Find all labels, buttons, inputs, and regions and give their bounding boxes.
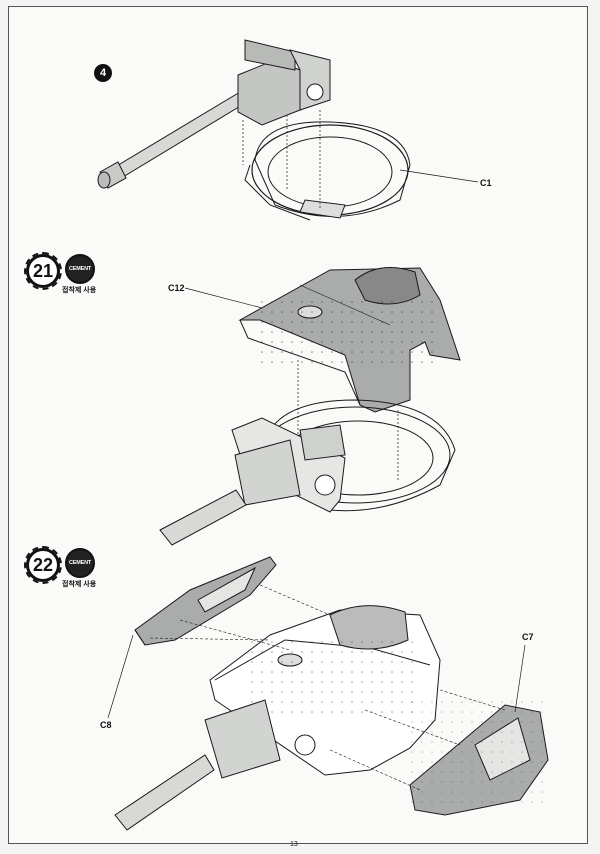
cement-icon: CEMENT [65, 548, 95, 578]
step4-gun-assembly [97, 39, 479, 221]
part-label-c7: C7 [522, 632, 534, 642]
step-4-marker: 4 [94, 64, 112, 82]
step-22-marker: 22 [24, 546, 62, 584]
step-21-marker: 21 [24, 252, 62, 290]
cement-caption: 접착제 사용 [62, 581, 97, 588]
step22-turret-sides-assembly [107, 556, 550, 831]
cement-icon: CEMENT [65, 254, 95, 284]
page-number: 13 [290, 841, 298, 848]
part-label-c1: C1 [480, 178, 492, 188]
step21-turret-roof-assembly [159, 267, 461, 546]
part-label-c8: C8 [100, 720, 112, 730]
part-label-c12: C12 [168, 283, 185, 293]
cement-caption: 접착제 사용 [62, 287, 97, 294]
